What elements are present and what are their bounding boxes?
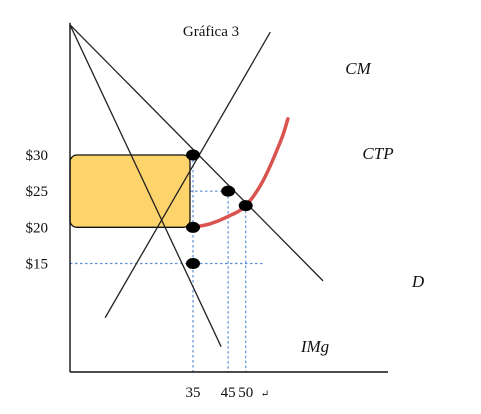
intersection-point-2 [238,200,253,212]
intersection-point-4 [186,258,200,269]
intersection-point-0 [186,149,200,161]
series-d-label: D [411,272,425,291]
intersection-point-3 [186,221,200,233]
y-tick-label: $30 [26,148,49,164]
y-tick-label: $25 [26,184,49,200]
paragraph-mark: ↵ [261,389,269,400]
x-tick-label: 35 [186,385,201,401]
y-tick-label: $20 [26,220,49,236]
chart-title: Gráfica 3 [183,24,239,40]
intersection-point-1 [221,185,236,197]
profit-rectangle [69,154,191,228]
series-cm-line [104,31,271,319]
series-img-label: IMg [300,337,329,356]
series-cm-label: CM [345,59,371,78]
series-ctp-label: CTP [362,144,393,163]
y-tick-label: $15 [26,257,49,273]
x-tick-label: 45 [221,385,236,401]
series-ctp-curve [191,117,290,230]
x-tick-label: 50 [238,385,253,401]
series-img-line [69,24,222,347]
